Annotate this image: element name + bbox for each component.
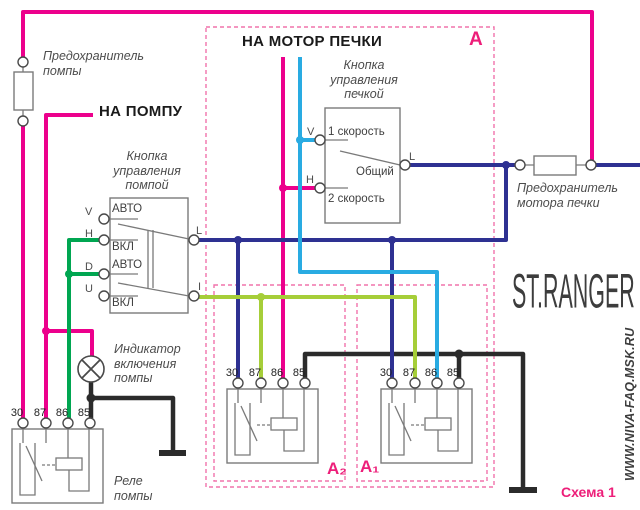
relay-a1-pin-30: 30 bbox=[379, 367, 393, 379]
heater-switch-title: Кнопка управления печкой bbox=[330, 58, 398, 101]
pink-wires bbox=[21, 10, 594, 418]
zone-a-badge: А bbox=[469, 29, 483, 50]
heater-fuse-symbol bbox=[514, 155, 597, 176]
relay-a2-symbol bbox=[226, 377, 319, 464]
relay-a1-pin-87: 87 bbox=[402, 367, 416, 379]
pump-mode-on1: ВКЛ bbox=[112, 241, 134, 253]
pump-mode-on2: ВКЛ bbox=[112, 297, 134, 309]
green-wires bbox=[65, 238, 99, 418]
pump-terminal-i: I bbox=[198, 281, 202, 293]
pump-relay-symbol bbox=[11, 417, 104, 504]
indicator-label: Индикатор включения помпы bbox=[114, 342, 181, 385]
stranger-logo: ST.RANGER bbox=[512, 264, 635, 318]
pump-terminal-u: U bbox=[85, 283, 93, 295]
pump-relay-pin-30: 30 bbox=[10, 407, 24, 419]
pump-mode-auto1: АВТО bbox=[112, 203, 143, 215]
heater-fuse-label: Предохранитель мотора печки bbox=[517, 181, 618, 210]
pump-relay-label: Реле помпы bbox=[114, 474, 153, 503]
pump-fuse-symbol bbox=[13, 56, 34, 127]
pump-relay-pin-85: 85 bbox=[77, 407, 91, 419]
pump-terminal-d: D bbox=[85, 261, 93, 273]
indicator-lamp-symbol bbox=[77, 355, 105, 383]
heater-speed1-label: 1 скорость bbox=[328, 126, 385, 138]
relay-a2-tag: А₂ bbox=[327, 459, 347, 478]
cyan-wires bbox=[296, 57, 439, 378]
pump-mode-auto2: АВТО bbox=[112, 259, 143, 271]
site-url-watermark: WWW.NIVA-FAQ.MSK.RU bbox=[623, 327, 637, 481]
schema-number-label: Схема 1 bbox=[561, 484, 616, 500]
pump-terminal-v: V bbox=[85, 206, 93, 218]
pump-relay-pin-86: 86 bbox=[55, 407, 69, 419]
to-pump-label: НА ПОМПУ bbox=[99, 103, 183, 120]
heater-terminal-v: V bbox=[307, 126, 315, 138]
heater-zone-title: НА МОТОР ПЕЧКИ bbox=[242, 33, 383, 50]
relay-a2-pin-87: 87 bbox=[248, 367, 262, 379]
heater-speed2-label: 2 скорость bbox=[328, 193, 385, 205]
pump-terminal-l: L bbox=[196, 225, 203, 237]
pump-relay-pin-87: 87 bbox=[33, 407, 47, 419]
heater-terminal-l: L bbox=[409, 151, 416, 163]
pump-switch-symbol bbox=[98, 197, 200, 314]
zone-a-dashed-box bbox=[205, 26, 495, 488]
relay-a2-pin-30: 30 bbox=[225, 367, 239, 379]
heater-switch-symbol bbox=[314, 107, 411, 224]
heater-terminal-h: H bbox=[306, 174, 314, 186]
relay-a2-pin-86: 86 bbox=[270, 367, 284, 379]
pump-fuse-label: Предохранитель помпы bbox=[43, 49, 144, 78]
relay-a1-symbol bbox=[380, 377, 473, 464]
relay-a1-tag: А₁ bbox=[360, 457, 380, 476]
yellow-green-wires bbox=[199, 293, 417, 378]
relay-a1-pin-86: 86 bbox=[424, 367, 438, 379]
relay-a2-pin-85: 85 bbox=[292, 367, 306, 379]
relay-a1-pin-85: 85 bbox=[446, 367, 460, 379]
pump-terminal-h: H bbox=[85, 228, 93, 240]
pump-switch-title: Кнопка управления помпой bbox=[113, 149, 181, 192]
heater-common-label: Общий bbox=[356, 166, 394, 178]
